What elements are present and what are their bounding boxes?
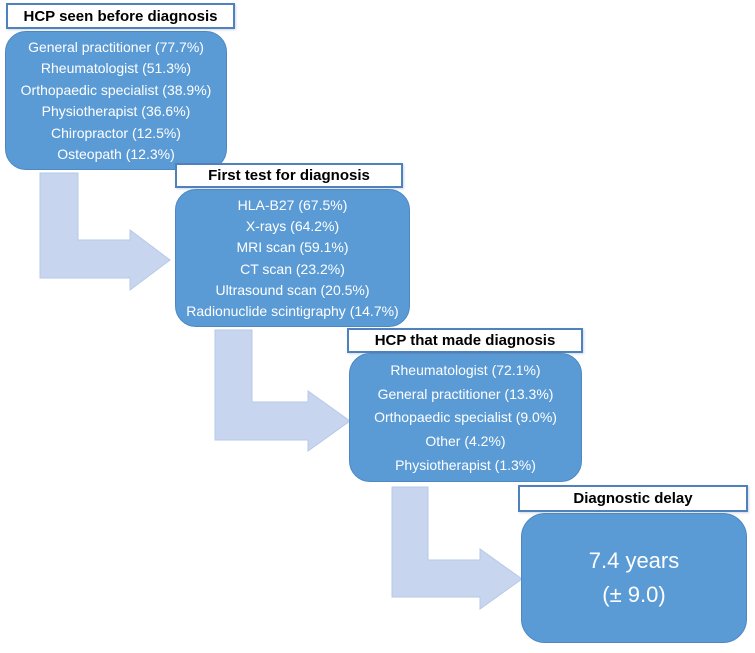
step2-title: First test for diagnosis [175, 163, 403, 188]
step3-item: General practitioner (13.3%) [377, 385, 554, 402]
elbow-arrow-1-icon [39, 172, 171, 291]
step1-item: General practitioner (77.7%) [28, 38, 204, 55]
diagnostic-delay-sd: (± 9.0) [602, 582, 666, 607]
step1-box: General practitioner (77.7%) Rheumatolog… [5, 31, 227, 170]
step3-box: Rheumatologist (72.1%) General practitio… [349, 353, 582, 482]
step3-item: Physiotherapist (1.3%) [395, 457, 536, 474]
step2-item: Ultrasound scan (20.5%) [215, 281, 370, 298]
step1-item: Rheumatologist (51.3%) [40, 60, 192, 77]
step2-item: X-rays (64.2%) [245, 217, 340, 234]
step2-item: MRI scan (59.1%) [236, 239, 349, 256]
step1-item: Osteopath (12.3%) [57, 146, 175, 163]
step3-item: Other (4.2%) [425, 433, 506, 450]
step1-item: Chiropractor (12.5%) [51, 124, 181, 141]
elbow-arrow-2-icon [214, 329, 351, 452]
step2-item: CT scan (23.2%) [240, 260, 345, 277]
elbow-arrow-3-icon [391, 486, 523, 610]
step1-title: HCP seen before diagnosis [6, 3, 235, 29]
step2-item: Radionuclide scintigraphy (14.7%) [186, 303, 399, 320]
step4-box: 7.4 years (± 9.0) [521, 513, 747, 643]
step1-item: Orthopaedic specialist (38.9%) [20, 81, 212, 98]
step2-box: HLA-B27 (67.5%) X-rays (64.2%) MRI scan … [175, 189, 410, 327]
diagnostic-delay-value: 7.4 years [588, 548, 680, 573]
step3-title: HCP that made diagnosis [347, 328, 583, 353]
step4-title: Diagnostic delay [518, 485, 748, 512]
step1-item: Physiotherapist (36.6%) [41, 103, 191, 120]
step3-item: Rheumatologist (72.1%) [390, 361, 541, 378]
step2-item: HLA-B27 (67.5%) [237, 196, 348, 213]
step3-item: Orthopaedic specialist (9.0%) [374, 409, 557, 426]
